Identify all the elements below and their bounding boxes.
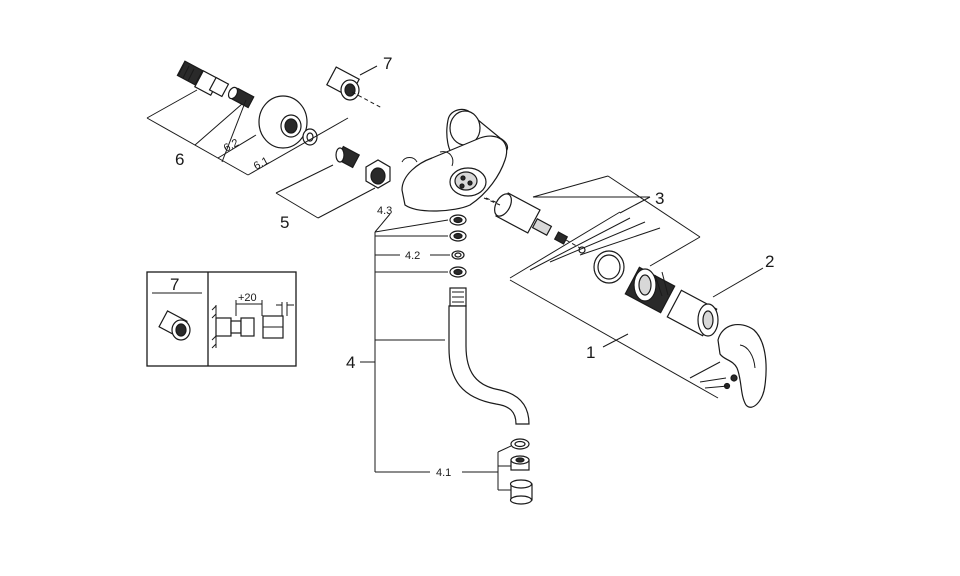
label-3: 3 <box>655 189 664 208</box>
spout-washer-4-3 <box>449 214 467 226</box>
extension-7: 7 <box>326 54 392 109</box>
inset-label-7: 7 <box>170 275 179 294</box>
aerator-washer <box>510 438 530 450</box>
label-1: 1 <box>586 343 595 362</box>
label-6: 6 <box>175 150 184 169</box>
spout-seal-b <box>449 266 467 278</box>
cartridge <box>483 192 553 236</box>
inset-installation-drawing: +20 <box>211 292 294 349</box>
inset-dimension: +20 <box>238 292 257 304</box>
label-7: 7 <box>383 54 392 73</box>
aerator-insert <box>510 455 530 471</box>
body-set-1: 1 <box>509 279 729 399</box>
lever-handle <box>717 323 767 408</box>
spout-assembly-4: 4.3 4.2 4 4.1 <box>346 205 533 505</box>
label-5: 5 <box>280 213 289 232</box>
label-6-1: 6.1 <box>252 155 271 173</box>
label-4-3: 4.3 <box>377 205 392 217</box>
label-4-2: 4.2 <box>405 250 420 262</box>
spout-seal-a <box>449 230 467 242</box>
spout-oring-4-2 <box>451 250 465 260</box>
threaded-adapter <box>335 145 361 169</box>
oring-large <box>593 250 625 284</box>
mixer-body <box>401 108 509 212</box>
handle-assembly-2: 2 <box>666 252 774 408</box>
inset-extension-part <box>158 310 191 341</box>
bonnet-nut <box>624 266 676 314</box>
aerator-housing-4-1 <box>509 479 533 505</box>
check-valve-6-2 <box>227 86 255 109</box>
cartridge-assembly-3: 3 <box>483 175 701 314</box>
washer-6 <box>302 128 318 146</box>
label-4-1: 4.1 <box>436 467 451 479</box>
label-6-2: 6.2 <box>222 137 241 155</box>
spout-tube <box>448 287 530 425</box>
union-nut <box>365 159 391 189</box>
label-2: 2 <box>765 252 774 271</box>
eccentric-connector <box>176 60 230 98</box>
connector-assembly-6: 6 6.2 6.1 <box>146 60 349 176</box>
nut-assembly-5: 5 <box>275 145 418 232</box>
wall-flange-6-1 <box>258 95 308 149</box>
cover-sleeve <box>666 289 719 337</box>
label-4: 4 <box>346 353 355 372</box>
inset-detail-box: 7 +20 <box>146 271 297 367</box>
